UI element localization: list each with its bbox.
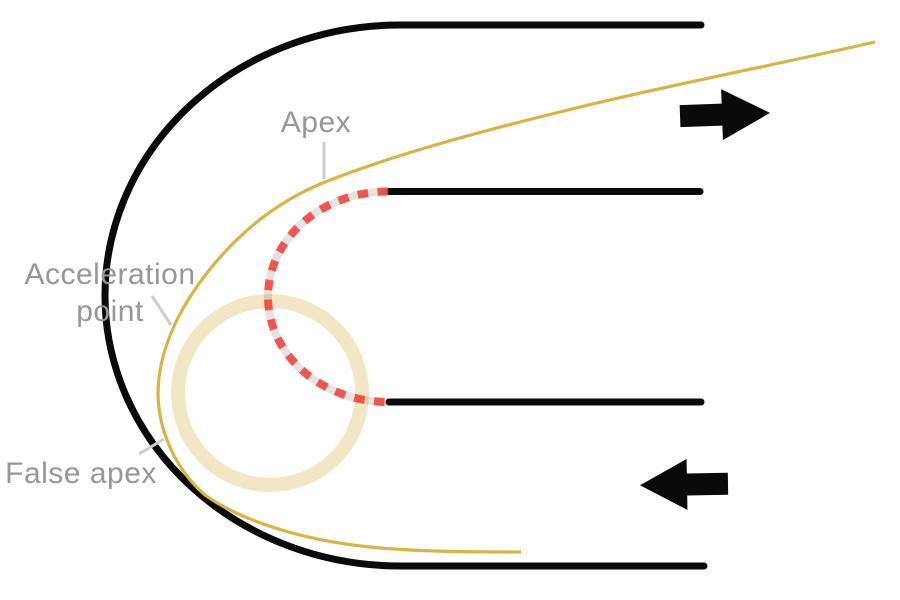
track-outer-boundary <box>101 21 708 570</box>
apex-curb-base <box>264 187 389 406</box>
apex-label: Apex <box>281 106 351 139</box>
false-apex-leader-line <box>138 437 165 456</box>
false-apex-label: False apex <box>5 457 157 490</box>
acceleration-point-leader-line <box>150 295 173 326</box>
acceleration-point-label-line1: Acceleration <box>24 258 195 291</box>
racing-line <box>156 40 876 554</box>
direction-arrow-right-icon <box>679 89 770 141</box>
acceleration-point-label-line2: point <box>76 295 144 328</box>
direction-arrow-left-icon <box>640 458 729 510</box>
